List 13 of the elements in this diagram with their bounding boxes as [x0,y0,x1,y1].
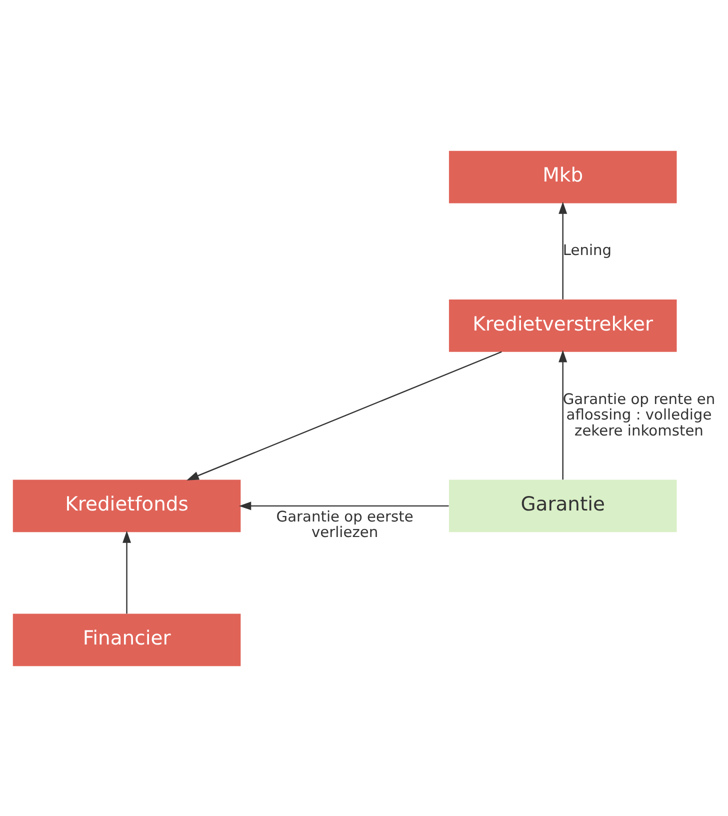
arrow [558,350,568,480]
arrow [186,350,502,480]
arrow [558,201,568,299]
node-box: Garantie [448,479,677,532]
node-box: Kredietfonds [12,479,241,532]
edge-label: Lening [562,242,612,259]
node-box: Mkb [448,150,677,203]
edge-label: Garantie op rente en aflossing : volledige zekere inkomsten [562,390,716,439]
arrow [122,530,132,614]
arrow [238,501,449,510]
edge-label: Garantie op eerste verliezen [276,508,414,541]
node-box: Kredietverstrekker [448,298,677,352]
node-box: Financier [12,613,241,666]
